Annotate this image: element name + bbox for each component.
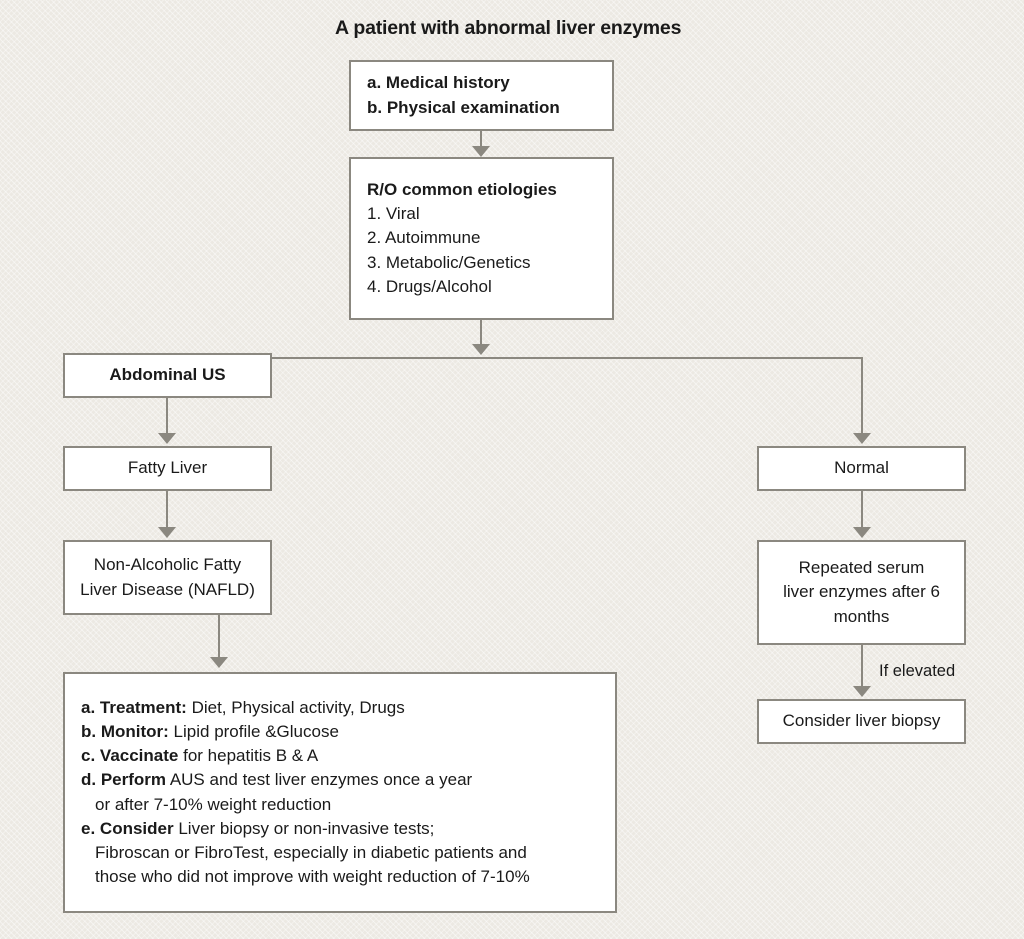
repeat-enzymes-line-2: liver enzymes after 6 [783, 582, 940, 602]
edge-label-if-elevated: If elevated [879, 662, 956, 680]
connector-branch-bus [272, 357, 863, 359]
node-initial-assessment[interactable]: a. Medical history b. Physical examinati… [349, 60, 614, 131]
connector-initial-to-etiologies [480, 131, 482, 150]
initial-assessment-line-2: b. Physical examination [367, 97, 560, 117]
node-nafld[interactable]: Non-Alcoholic Fatty Liver Disease (NAFLD… [63, 540, 272, 615]
node-normal[interactable]: Normal [757, 446, 966, 491]
initial-assessment-line-1: a. Medical history [367, 73, 510, 93]
connector-repeat-to-biopsy [861, 645, 863, 686]
node-fatty-liver[interactable]: Fatty Liver [63, 446, 272, 491]
etiologies-item-3: 3. Metabolic/Genetics [367, 252, 531, 272]
connector-us-to-fatty [166, 398, 168, 433]
page-title: A patient with abnormal liver enzymes [335, 17, 682, 39]
management-item-5-cont-2: those who did not improve with weight re… [95, 866, 530, 886]
arrow-bus-to-normal [853, 433, 871, 444]
arrow-fatty-to-nafld [158, 527, 176, 538]
node-consider-liver-biopsy[interactable]: Consider liver biopsy [757, 699, 966, 744]
normal-label: Normal [834, 458, 889, 478]
connector-etiologies-down [480, 320, 482, 344]
connector-bus-to-normal [861, 357, 863, 433]
node-abdominal-us[interactable]: Abdominal US [63, 353, 272, 398]
arrow-nafld-to-management [210, 657, 228, 668]
management-item-4: d. Perform AUS and test liver enzymes on… [81, 770, 473, 790]
management-item-5: e. Consider Liver biopsy or non-invasive… [81, 818, 435, 838]
etiologies-item-1: 1. Viral [367, 204, 420, 224]
repeat-enzymes-line-1: Repeated serum [798, 558, 925, 578]
consider-biopsy-label: Consider liver biopsy [782, 711, 941, 731]
arrow-us-to-fatty [158, 433, 176, 444]
management-item-1: a. Treatment: Diet, Physical activity, D… [81, 698, 405, 717]
etiologies-item-4: 4. Drugs/Alcohol [367, 276, 492, 296]
nafld-line-2: Liver Disease (NAFLD) [80, 579, 255, 599]
management-item-5-cont-1: Fibroscan or FibroTest, especially in di… [95, 842, 527, 862]
arrow-repeat-to-biopsy [853, 686, 871, 697]
connector-nafld-to-management [218, 615, 220, 657]
abdominal-us-label: Abdominal US [109, 365, 226, 385]
arrow-normal-to-repeat [853, 527, 871, 538]
connector-normal-to-repeat [861, 491, 863, 527]
node-repeat-serum-enzymes[interactable]: Repeated serum liver enzymes after 6 mon… [757, 540, 966, 645]
fatty-liver-label: Fatty Liver [127, 458, 208, 478]
node-etiologies[interactable]: R/O common etiologies 1. Viral 2. Autoim… [349, 157, 614, 320]
arrow-etiologies-to-bus [472, 344, 490, 355]
management-item-4-cont: or after 7-10% weight reduction [95, 794, 332, 814]
repeat-enzymes-line-3: months [833, 606, 890, 626]
etiologies-item-2: 2. Autoimmune [367, 228, 481, 248]
etiologies-heading: R/O common etiologies [367, 180, 557, 200]
management-item-2: b. Monitor: Lipid profile &Glucose [81, 722, 339, 742]
arrow-initial-to-etiologies [472, 146, 490, 157]
nafld-line-1: Non-Alcoholic Fatty [93, 555, 242, 575]
node-management[interactable]: a. Treatment: Diet, Physical activity, D… [63, 672, 617, 913]
management-item-3: c. Vaccinate for hepatitis B & A [81, 746, 319, 766]
connector-fatty-to-nafld [166, 491, 168, 527]
